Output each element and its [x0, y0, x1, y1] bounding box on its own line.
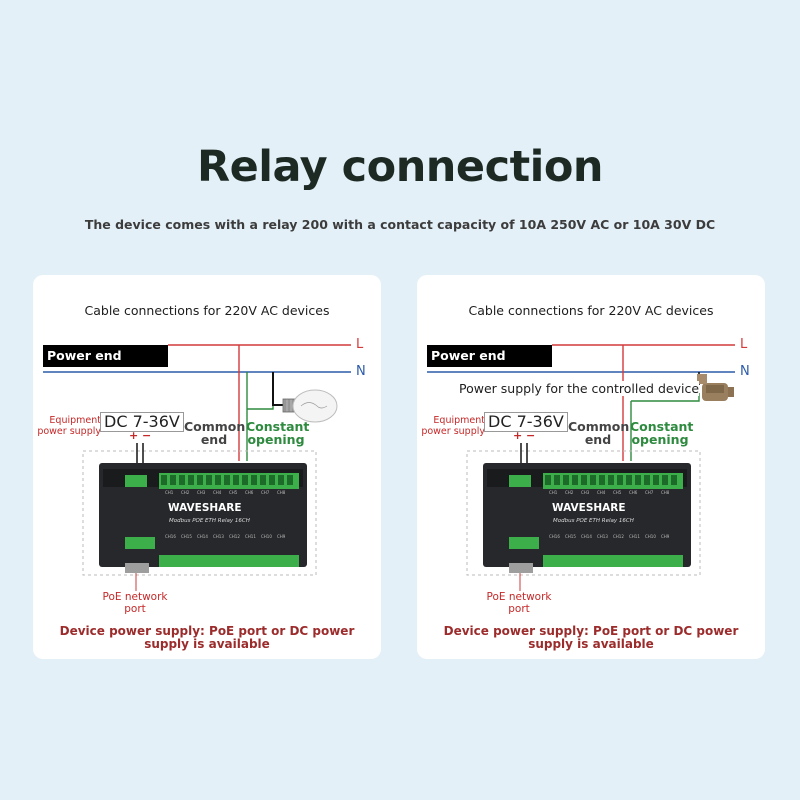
- constant-opening-label: Constant opening: [630, 419, 694, 447]
- panel-title: Cable connections for 220V AC devices: [84, 303, 330, 318]
- svg-text:CH5: CH5: [613, 490, 622, 495]
- controlled-device-label: Power supply for the controlled device: [459, 381, 700, 396]
- svg-text:CH1: CH1: [549, 490, 558, 495]
- power-end-label: Power end AC220V: [427, 345, 552, 385]
- svg-text:CH2: CH2: [181, 490, 190, 495]
- wire-N-label: N: [740, 364, 750, 379]
- svg-text:CH13: CH13: [597, 534, 608, 539]
- polarity-label: + −: [129, 429, 152, 442]
- svg-text:CH15: CH15: [565, 534, 576, 539]
- svg-text:CH11: CH11: [629, 534, 640, 539]
- svg-text:CH10: CH10: [261, 534, 272, 539]
- wire-L-label: L: [356, 337, 364, 352]
- footer-note: Device power supply: PoE port or DC powe…: [59, 624, 355, 651]
- light-bulb-icon: [282, 389, 338, 423]
- svg-text:CH12: CH12: [613, 534, 624, 539]
- svg-text:CH13: CH13: [213, 534, 224, 539]
- solenoid-valve-icon: [697, 374, 734, 401]
- dc-voltage-label: DC 7-36V: [100, 412, 184, 432]
- relay-module: CH1 CH2 CH3 CH4 CH5 CH6 CH7 CH8 WAVESHARE Modbu…: [99, 463, 307, 573]
- wire-L-label: L: [740, 337, 748, 352]
- svg-text:CH4: CH4: [597, 490, 606, 495]
- device-outline: [466, 450, 701, 576]
- footer-note: Device power supply: PoE port or DC powe…: [443, 624, 739, 651]
- bulb-return-wire: [247, 403, 274, 410]
- wire-N-label: N: [356, 364, 366, 379]
- relay-module: CH1 CH2 CH3 CH4 CH5 CH6 CH7 CH8 WAVESHARE Modbu…: [483, 463, 691, 573]
- device-model: Modbus POE ETH Relay 16CH: [169, 518, 250, 524]
- equipment-power-label: Equipment power supply: [37, 415, 101, 437]
- power-end-label: Power end AC220V: [43, 345, 168, 385]
- svg-text:CH8: CH8: [277, 490, 286, 495]
- svg-text:CH16: CH16: [549, 534, 560, 539]
- svg-text:CH4: CH4: [213, 490, 222, 495]
- panel-bulb-wiring: Cable connections for 220V AC devices: [33, 275, 381, 659]
- device-brand: WAVESHARE: [168, 502, 242, 514]
- wiring-diagram: CH1 CH2 CH3 CH4 CH5 CH6 CH7 CH8 WAVESHARE Modbu…: [427, 344, 735, 591]
- svg-text:CH7: CH7: [261, 490, 270, 495]
- svg-text:CH14: CH14: [197, 534, 208, 539]
- svg-text:CH1: CH1: [165, 490, 174, 495]
- common-end-label: Common end: [568, 419, 630, 447]
- svg-text:CH11: CH11: [245, 534, 256, 539]
- svg-text:CH6: CH6: [245, 490, 254, 495]
- page-title: Relay connection: [196, 142, 604, 192]
- device-model: Modbus POE ETH Relay 16CH: [553, 518, 634, 524]
- device-brand: WAVESHARE: [552, 502, 626, 514]
- page-subtitle: The device comes with a relay 200 with a…: [84, 217, 716, 232]
- constant-opening-label: Constant opening: [246, 419, 310, 447]
- dc-voltage-label: DC 7-36V: [484, 412, 568, 432]
- svg-text:CH3: CH3: [197, 490, 206, 495]
- svg-text:CH9: CH9: [277, 534, 286, 539]
- wiring-diagram: CH1 CH2 CH3 CH4 CH5 CH6 CH7 CH8 WAVESHARE Modbu…: [43, 344, 351, 591]
- device-outline: [82, 450, 317, 576]
- svg-text:CH9: CH9: [661, 534, 670, 539]
- svg-text:CH12: CH12: [229, 534, 240, 539]
- svg-text:CH15: CH15: [181, 534, 192, 539]
- equipment-power-label: Equipment power supply: [421, 415, 485, 437]
- common-end-label: Common end: [184, 419, 246, 447]
- svg-text:CH5: CH5: [229, 490, 238, 495]
- svg-text:CH7: CH7: [645, 490, 654, 495]
- poe-port-label: PoE network port: [486, 591, 552, 615]
- svg-text:CH6: CH6: [629, 490, 638, 495]
- panel-title: Cable connections for 220V AC devices: [468, 303, 714, 318]
- svg-text:CH10: CH10: [645, 534, 656, 539]
- svg-text:CH8: CH8: [661, 490, 670, 495]
- panel-valve-wiring: Cable connections for 220V AC devices: [417, 275, 765, 659]
- svg-text:CH14: CH14: [581, 534, 592, 539]
- svg-text:CH16: CH16: [165, 534, 176, 539]
- svg-text:CH3: CH3: [581, 490, 590, 495]
- svg-text:CH2: CH2: [565, 490, 574, 495]
- poe-port-label: PoE network port: [102, 591, 168, 615]
- polarity-label: + −: [513, 429, 536, 442]
- bulb-feed-wire: [272, 372, 283, 406]
